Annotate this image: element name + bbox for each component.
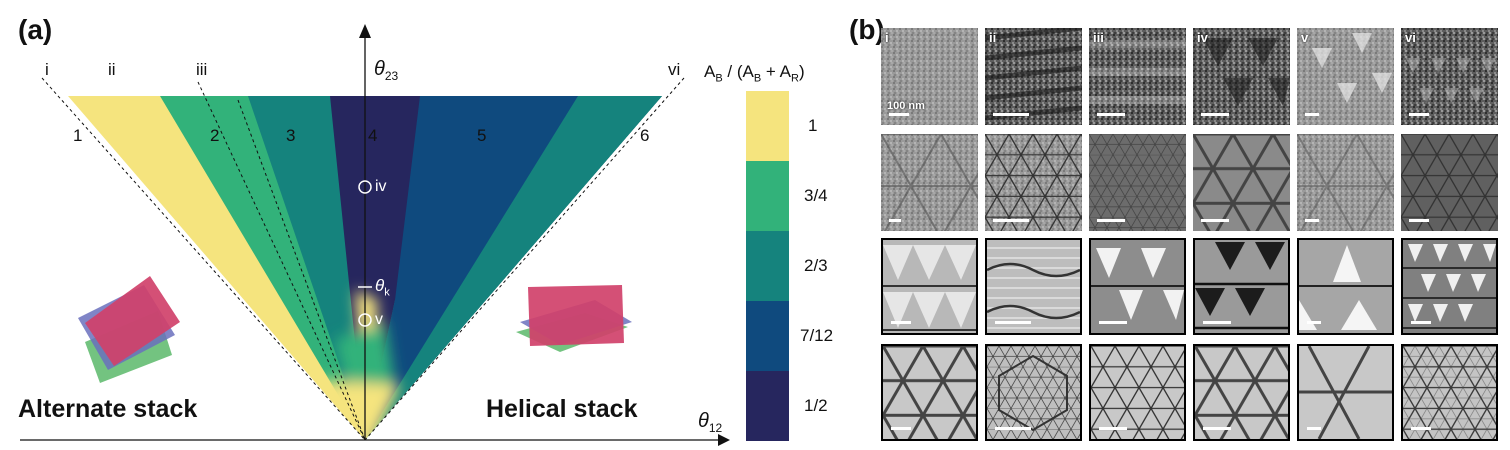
helical-stack-illustration [516,285,632,352]
colorbar [746,91,789,441]
scale-bar-label: 100 nm [887,100,925,112]
scale-bar [889,113,909,116]
scale-bar [1097,113,1125,116]
scale-bar [1201,219,1229,222]
line-label-iii: iii [196,60,208,79]
point-v-label: v [375,311,383,328]
axes [20,36,718,441]
scale-bar [1409,113,1429,116]
scale-bar [995,321,1031,324]
y-axis-arrow [359,24,371,38]
line-label-i: i [45,60,49,79]
scale-bar [889,219,901,222]
col-label-iv: iv [1197,30,1208,45]
region-label-1: 1 [73,126,83,145]
tile-r3-c3 [1089,238,1186,335]
tile-r4-c2 [985,344,1082,441]
line-label-vi: vi [668,60,681,79]
alternate-stack-label: Alternate stack [18,395,198,423]
tile-r4-c5 [1297,344,1394,441]
region-label-6: 6 [640,126,650,145]
tile-r3-c5 [1297,238,1394,335]
point-v-marker [358,313,372,327]
scale-bar [1307,427,1321,430]
scale-bar [1099,427,1127,430]
tile-r2-c3 [1089,134,1186,231]
scale-bar [1411,427,1431,430]
tile-r4-c6 [1401,344,1498,441]
tile-r1-c5: v [1297,28,1394,125]
scale-bar [1203,321,1231,324]
scale-bar [1099,321,1127,324]
scale-bar [891,321,911,324]
scale-bar [1305,113,1319,116]
colorbar-tick-1-2: 1/2 [804,396,828,415]
scale-bar [1307,321,1321,324]
region-label-2: 2 [210,126,220,145]
region-label-3: 3 [286,126,296,145]
tile-r3-c4 [1193,238,1290,335]
col-label-ii: ii [989,30,997,45]
tile-r4-c1 [881,344,978,441]
tile-r3-c2 [985,238,1082,335]
scale-bar [993,219,1029,222]
alternate-stack-illustration [78,276,180,383]
tile-r2-c6 [1401,134,1498,231]
point-iv-marker [358,180,372,194]
colorbar-tick-2-3: 2/3 [804,256,828,275]
tile-r3-c1 [881,238,978,335]
scale-bar [1411,321,1431,324]
panel-b-label: (b) [849,14,885,45]
tile-r2-c5 [1297,134,1394,231]
colorbar-tick-1: 1 [808,116,818,135]
region-label-5: 5 [477,126,487,145]
theta-k-label: θk [375,276,390,299]
tile-r4-c3 [1089,344,1186,441]
scale-bar [1203,427,1231,430]
tile-r1-c4: iv [1193,28,1290,125]
y-axis-label: θ23 [374,58,399,83]
tile-r2-c4 [1193,134,1290,231]
colorbar-tick-3-4: 3/4 [804,186,828,205]
scale-bar [993,113,1029,116]
col-label-iii: iii [1093,30,1104,45]
scale-bar [1305,219,1319,222]
tile-r1-c2: ii [985,28,1082,125]
tile-r3-c6 [1401,238,1498,335]
col-label-v: v [1301,30,1309,45]
tile-r1-c1: i 100 nm [881,28,978,125]
line-label-ii: ii [108,60,116,79]
col-label-i: i [885,30,889,45]
tile-r4-c4 [1193,344,1290,441]
x-axis-arrow [718,434,730,446]
point-iv-label: iv [375,178,387,195]
x-axis-label: θ12 [698,410,723,435]
colorbar-tick-7-12: 7/12 [800,326,834,345]
phase-diagram [20,24,789,446]
tile-r1-c3: iii [1089,28,1186,125]
tile-r2-c2 [985,134,1082,231]
dashed-boundaries [41,77,685,441]
panel-a: (a) i ii iii vi 1 2 3 4 5 6 θ23 θ12 θk i… [18,14,834,446]
scale-bar [1409,219,1429,222]
tile-r1-c6: vi [1401,28,1498,125]
helical-stack-label: Helical stack [486,395,638,423]
col-label-vi: vi [1405,30,1416,45]
colorbar-title: AB / (AB + AR) [704,62,805,85]
tile-r2-c1 [881,134,978,231]
scale-bar [995,427,1031,430]
panel-b: (b) [845,0,1510,450]
panel-a-label: (a) [18,14,53,45]
scale-bar [1097,219,1125,222]
scale-bar [891,427,911,430]
region-label-4: 4 [368,126,378,145]
scale-bar [1201,113,1229,116]
